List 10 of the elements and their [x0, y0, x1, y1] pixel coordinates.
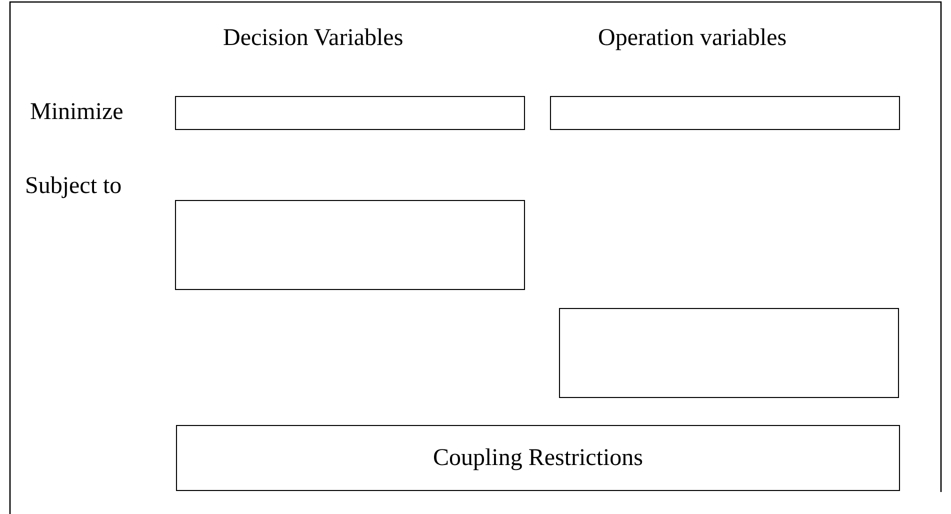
column-heading: Operation variables: [598, 24, 787, 53]
row-label: Subject to: [25, 172, 122, 201]
empty-box: [550, 96, 900, 130]
restriction-box: [176, 425, 900, 491]
box-label: Coupling Restrictions: [433, 444, 643, 472]
row-label: Minimize: [30, 98, 124, 127]
empty-box: [175, 96, 525, 130]
empty-box: [559, 308, 899, 398]
column-heading: Decision Variables: [223, 24, 404, 53]
empty-box: [175, 200, 525, 290]
